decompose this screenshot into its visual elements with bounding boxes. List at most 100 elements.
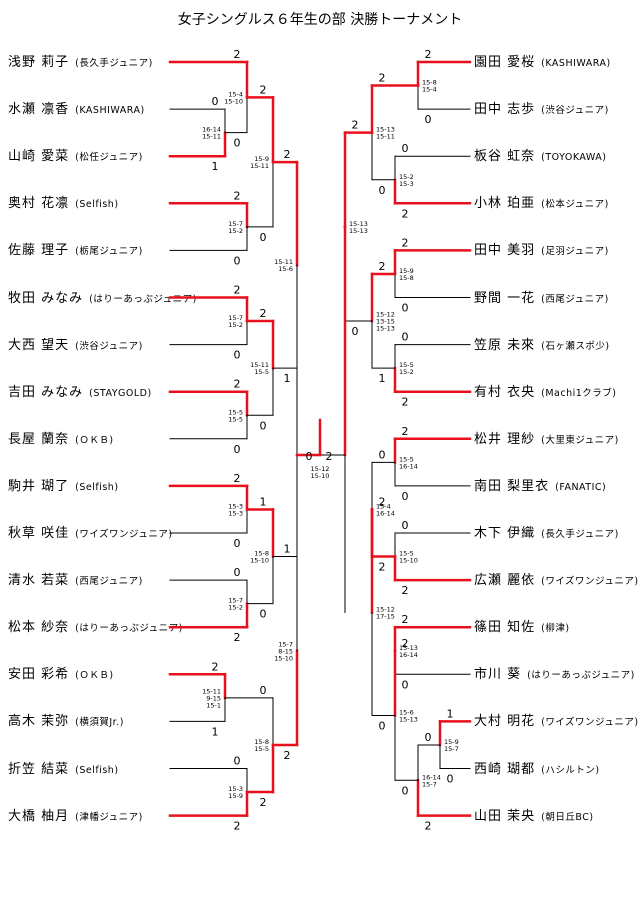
set-scores: 17-15 bbox=[376, 612, 395, 620]
set-scores: 15-3 bbox=[399, 180, 414, 188]
player-club: (足羽ジュニア) bbox=[541, 246, 609, 258]
match-score: 0 bbox=[212, 95, 219, 108]
match-score: 0 bbox=[447, 773, 454, 786]
player-club: (渋谷ジュニア) bbox=[541, 105, 609, 117]
set-scores: 15-5 bbox=[254, 368, 269, 376]
set-scores: 15-11 bbox=[250, 361, 269, 369]
set-scores: 16-14 bbox=[376, 509, 395, 517]
set-scores: 15-10 bbox=[224, 97, 243, 105]
set-scores: 15-12 bbox=[376, 311, 395, 319]
player-entry: 長屋 蘭奈(ＯＫＢ) bbox=[8, 430, 114, 449]
set-scores: 15-6 bbox=[278, 265, 293, 273]
match-score: 2 bbox=[425, 48, 432, 61]
set-scores: 15-11 bbox=[202, 133, 221, 141]
player-club: (西尾ジュニア) bbox=[75, 576, 143, 588]
match-score: 0 bbox=[260, 231, 267, 244]
player-club: (TOYOKAWA) bbox=[541, 152, 607, 164]
player-entry: 山田 茉央(朝日丘BC) bbox=[474, 807, 594, 826]
player-club: (西尾ジュニア) bbox=[541, 293, 609, 305]
final-set-scores: 15-10 bbox=[311, 472, 330, 480]
player-club: (長久手ジュニア) bbox=[75, 58, 153, 69]
match-score: 1 bbox=[447, 707, 454, 720]
player-entry: 田中 志歩(渋谷ジュニア) bbox=[474, 100, 609, 119]
player-entry: 佐藤 理子(栃尾ジュニア) bbox=[8, 241, 143, 260]
player-entry: 西崎 瑚都(ハシルトン) bbox=[474, 760, 600, 779]
player-entry: 奥村 花凛(Selfish) bbox=[8, 194, 119, 213]
player-entry: 笠原 未來 (石ヶ瀬スポ少) bbox=[474, 336, 610, 355]
match-score: 1 bbox=[284, 543, 291, 556]
match-score: 0 bbox=[402, 678, 409, 691]
set-scores: 15-2 bbox=[399, 173, 414, 181]
match-score: 0 bbox=[260, 608, 267, 621]
set-scores: 15-8 bbox=[254, 550, 269, 558]
set-scores: 15-5 bbox=[399, 455, 414, 463]
match-score: 1 bbox=[284, 372, 291, 385]
player-entry: 安田 彩希(ＯＫＢ) bbox=[8, 665, 114, 684]
player-club: (ＯＫＢ) bbox=[75, 670, 114, 682]
match-score: 2 bbox=[212, 660, 219, 673]
player-name: 駒井 瑚了 bbox=[8, 478, 70, 494]
match-score: 0 bbox=[402, 519, 409, 532]
set-scores: 15-9 bbox=[254, 155, 269, 163]
match-score: 0 bbox=[402, 490, 409, 503]
set-scores: 15-11 bbox=[274, 258, 293, 266]
player-club: (石ヶ瀬スポ少) bbox=[541, 340, 610, 352]
set-scores: 15-9 bbox=[399, 267, 414, 275]
player-name: 清水 若菜 bbox=[8, 573, 70, 589]
match-score: 0 bbox=[425, 113, 432, 126]
player-entry: 高木 茉弥(横須賀Jr.) bbox=[8, 712, 124, 731]
match-score: 2 bbox=[379, 260, 386, 273]
set-scores: 15-7 bbox=[228, 314, 243, 322]
set-scores: 15-10 bbox=[274, 654, 293, 662]
match-score: 0 bbox=[260, 419, 267, 432]
set-scores: 8-15 bbox=[278, 647, 293, 655]
final-set-scores: 15-12 bbox=[311, 465, 330, 473]
set-scores: 13-15 bbox=[376, 318, 395, 326]
player-entry: 松本 紗奈(はりーあっぷジュニア) bbox=[8, 618, 183, 637]
match-score: 0 bbox=[234, 254, 241, 267]
match-score: 1 bbox=[260, 495, 267, 508]
player-name: 奥村 花凛 bbox=[8, 196, 70, 212]
match-score: 2 bbox=[379, 72, 386, 85]
player-name: 浅野 莉子 bbox=[8, 55, 70, 70]
player-name: 小林 珀亜 bbox=[474, 196, 536, 212]
player-club: (Selfish) bbox=[75, 764, 119, 776]
match-score: 0 bbox=[234, 566, 241, 579]
set-scores: 15-2 bbox=[228, 227, 243, 235]
match-score: 1 bbox=[379, 372, 386, 385]
match-score: 0 bbox=[234, 137, 241, 150]
set-scores: 15-7 bbox=[422, 780, 437, 788]
player-name: 大橋 柚月 bbox=[8, 808, 70, 824]
player-name: 広瀬 麗依 bbox=[474, 573, 536, 589]
set-scores: 15-10 bbox=[250, 557, 269, 565]
set-scores: 15-4 bbox=[422, 86, 437, 94]
match-score: 2 bbox=[234, 48, 241, 61]
set-scores: 15-7 bbox=[278, 640, 293, 648]
set-scores: 16-14 bbox=[202, 126, 221, 134]
player-name: 大村 明花 bbox=[474, 714, 536, 730]
match-score: 2 bbox=[260, 83, 267, 96]
match-score: 0 bbox=[402, 302, 409, 315]
match-score: 0 bbox=[234, 443, 241, 456]
player-name: 笠原 未來 bbox=[474, 337, 536, 353]
player-entry: 水瀬 凛香(KASHIWARA) bbox=[8, 100, 145, 119]
match-score: 2 bbox=[284, 148, 291, 161]
set-scores: 15-13 bbox=[399, 644, 418, 652]
match-score: 2 bbox=[402, 236, 409, 249]
match-score: 2 bbox=[260, 796, 267, 809]
set-scores: 15-10 bbox=[399, 557, 418, 565]
player-club: (はりーあっぷジュニア) bbox=[527, 670, 635, 682]
set-scores: 15-6 bbox=[399, 709, 414, 717]
match-score: 0 bbox=[425, 731, 432, 744]
set-scores: 15-13 bbox=[349, 227, 368, 235]
player-entry: 吉田 みなみ(STAYGOLD) bbox=[8, 383, 152, 402]
final-score-left: 0 bbox=[306, 450, 313, 463]
set-scores: 15-8 bbox=[422, 79, 437, 87]
player-club: (栃尾ジュニア) bbox=[75, 246, 143, 258]
player-club: (KASHIWARA) bbox=[541, 58, 611, 69]
player-entry: 浅野 莉子 (長久手ジュニア) bbox=[8, 53, 153, 72]
match-score: 2 bbox=[402, 207, 409, 220]
set-scores: 15-13 bbox=[376, 325, 395, 333]
player-club: (ワイズワンジュニア) bbox=[75, 529, 173, 540]
player-name: 西崎 瑚都 bbox=[474, 761, 536, 777]
